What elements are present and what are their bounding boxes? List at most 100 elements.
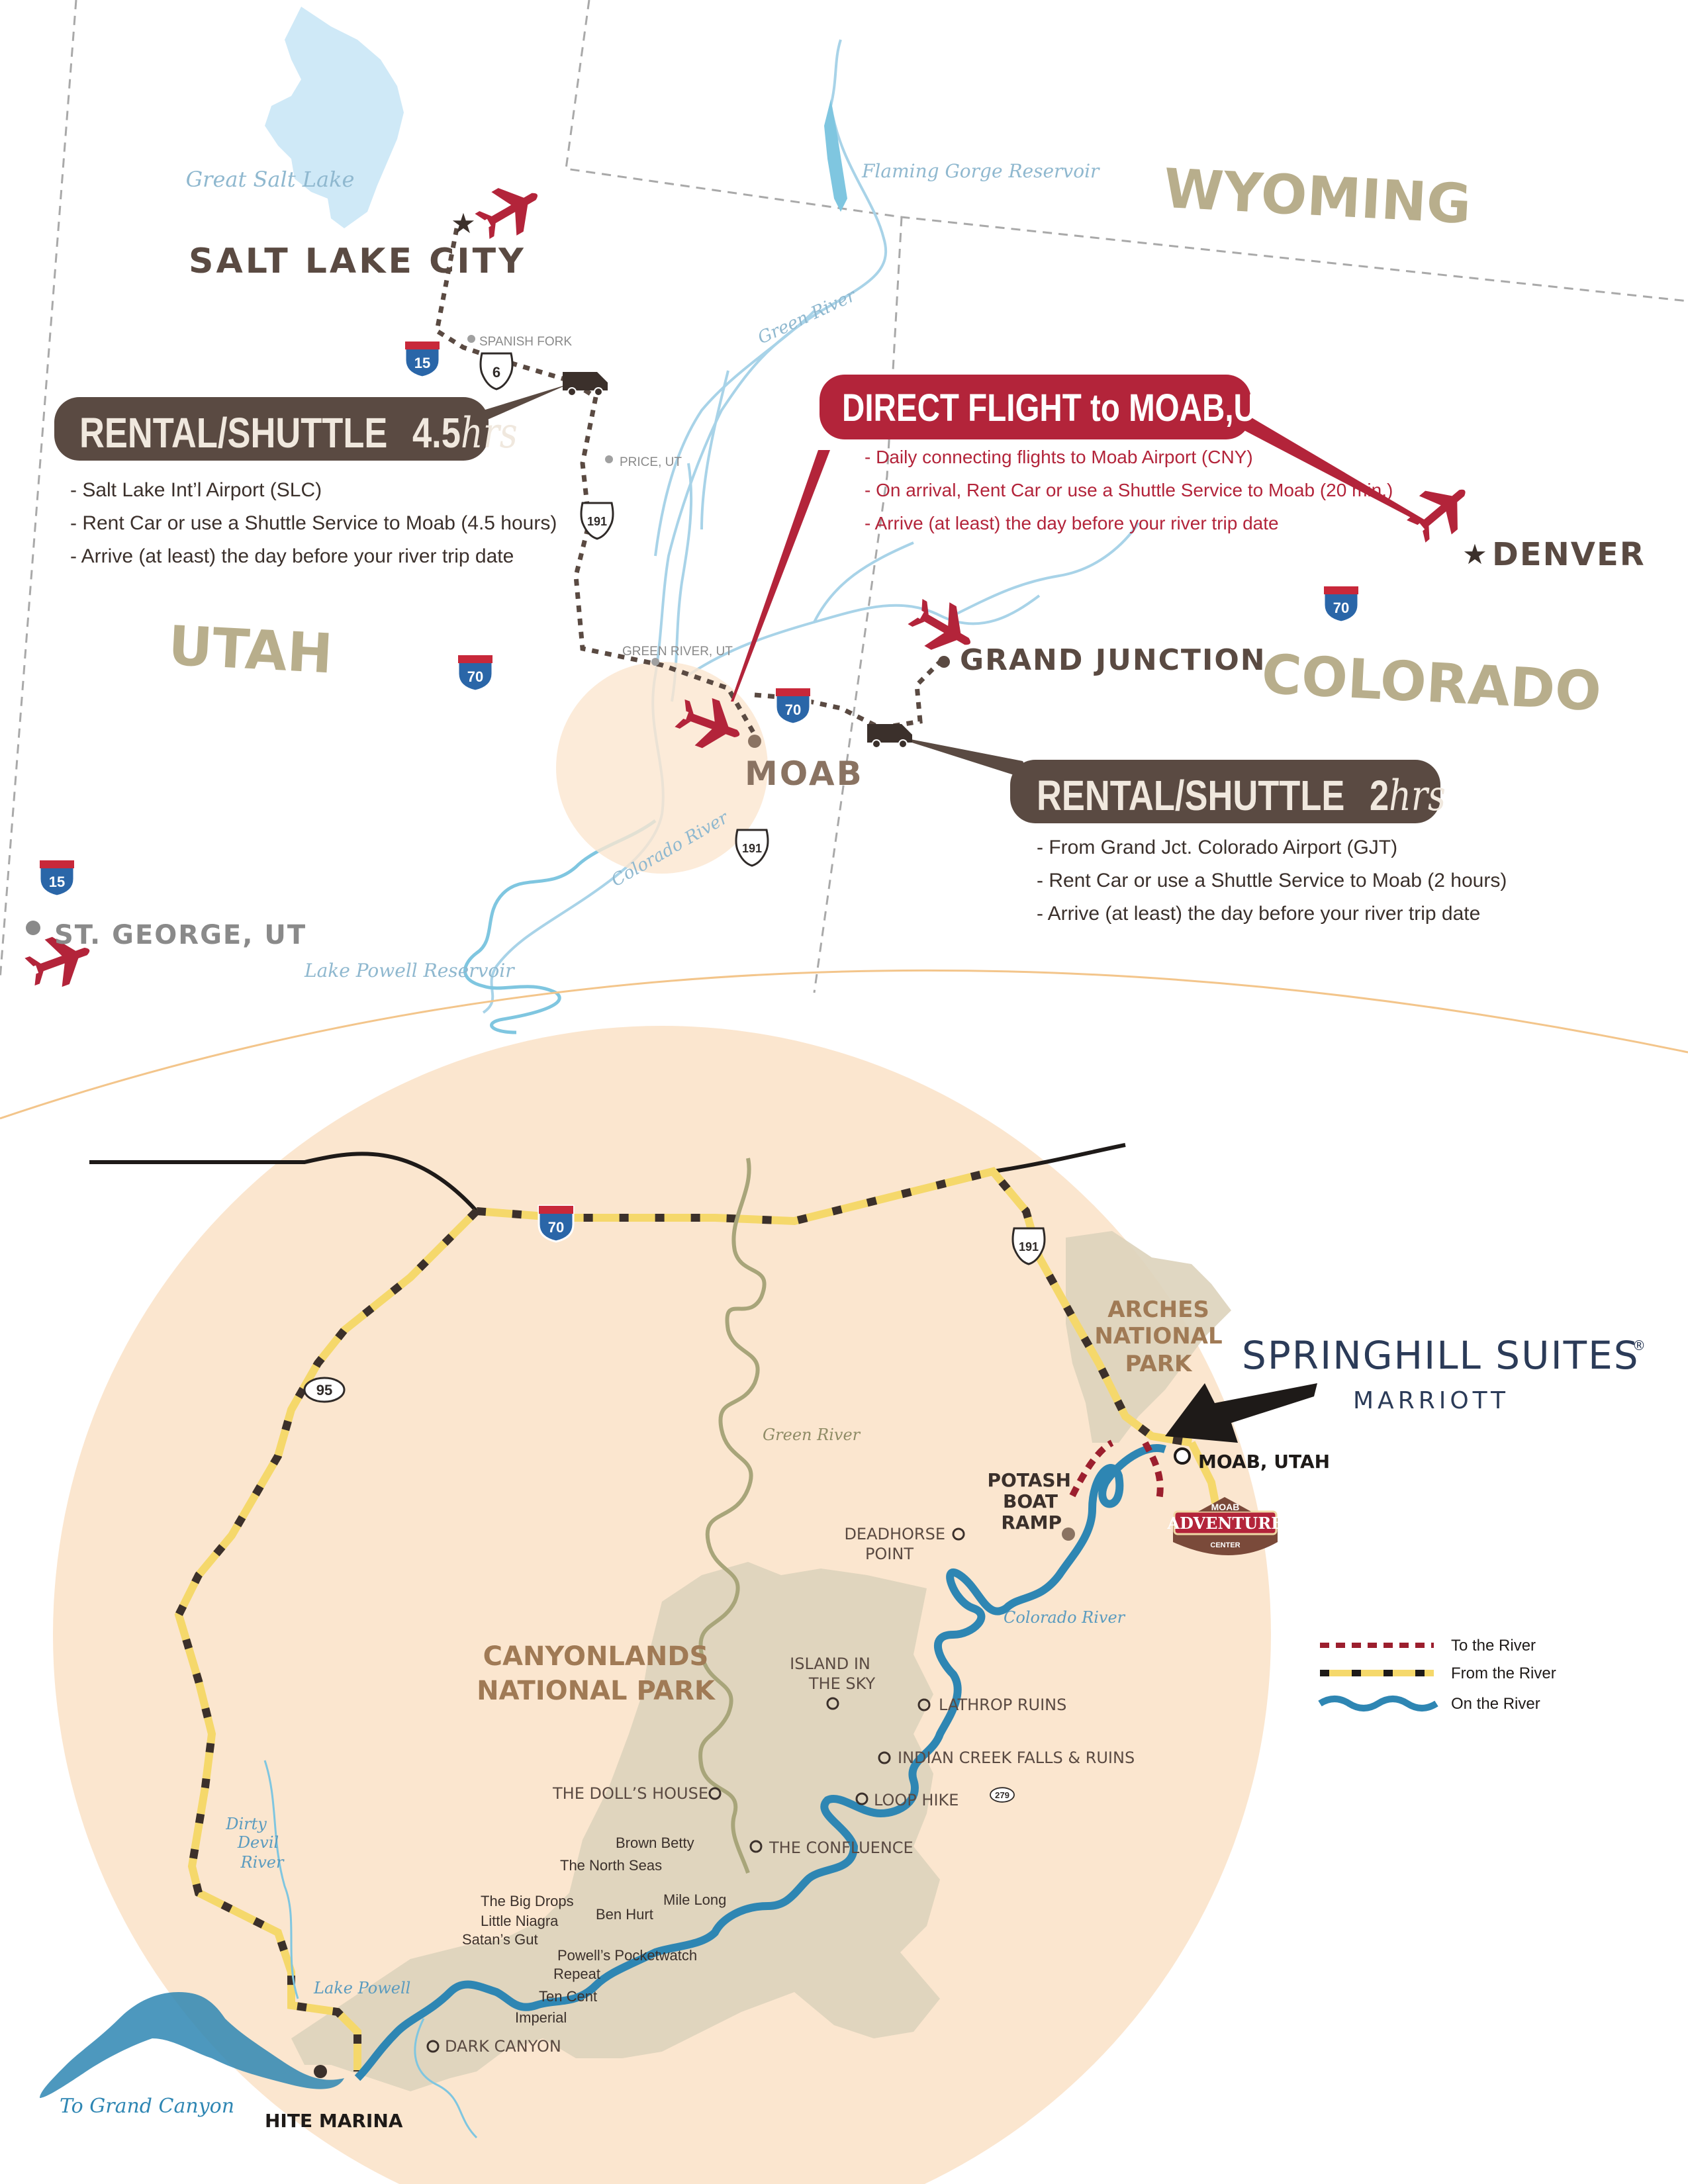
city-label-price: PRICE, UT xyxy=(620,455,682,469)
hotel-registered: ® xyxy=(1632,1338,1646,1353)
state-label-utah: UTAH xyxy=(167,615,334,686)
svg-text:CENTER: CENTER xyxy=(1210,1541,1240,1549)
moab-utah-label: MOAB, UTAH xyxy=(1198,1451,1330,1473)
moab-utah-dot xyxy=(1174,1447,1191,1465)
star-icon-slc: ★ xyxy=(451,208,476,239)
svg-text:NATIONAL: NATIONAL xyxy=(1094,1323,1222,1349)
on-the-river-colorado xyxy=(354,1444,1166,2081)
city-label-denver: DENVER xyxy=(1492,536,1646,573)
poi-island-2: THE SKY xyxy=(808,1674,876,1693)
city-label-spanish-fork: SPANISH FORK xyxy=(479,335,572,349)
lake-powell xyxy=(40,1992,344,2098)
legend-item-on-river: On the River xyxy=(1318,1695,1540,1713)
callout-slc-unit: hrs xyxy=(461,408,518,457)
callout-gjt-shuttle: RENTAL/SHUTTLE 2hrs - From Grand Jct. Co… xyxy=(1010,760,1507,925)
green-river-dot xyxy=(651,658,659,666)
arches-park-label: ARCHES NATIONAL PARK xyxy=(1094,1297,1222,1377)
green-river-label-lower: Green River xyxy=(763,1426,861,1444)
callout-direct-title: DIRECT FLIGHT to MOAB,UT xyxy=(842,387,1276,430)
svg-text:Devil: Devil xyxy=(237,1833,279,1852)
i70-highway-black-right xyxy=(992,1143,1126,1173)
poi-loop-hike: LOOP HIKE xyxy=(874,1791,959,1809)
canyonlands-park-area xyxy=(291,1562,940,2091)
svg-text:On the River: On the River xyxy=(1451,1695,1540,1713)
svg-text:Mile Long: Mile Long xyxy=(663,1891,726,1908)
callout-gjt-item-2: - Rent Car or use a Shuttle Service to M… xyxy=(1037,870,1507,891)
potash-boat-ramp-label: POTASH BOAT RAMP xyxy=(987,1469,1071,1533)
city-label-green-river: GREEN RIVER, UT xyxy=(622,645,733,659)
state-route-shield-icon-279: 279 xyxy=(990,1787,1015,1803)
callout-gjt-item-1: - From Grand Jct. Colorado Airport (GJT) xyxy=(1037,837,1397,858)
hotel-name: SPRINGHILL SUITES xyxy=(1242,1333,1640,1378)
callout-gjt-unit: hrs xyxy=(1389,771,1446,820)
callout-direct-item-1: - Daily connecting flights to Moab Airpo… xyxy=(865,447,1253,467)
svg-text:15: 15 xyxy=(49,874,65,890)
poi-dark-canyon: DARK CANYON xyxy=(445,2037,561,2056)
callout-slc-time: 4.5 xyxy=(412,410,461,457)
grand-junction-dot xyxy=(938,656,950,668)
star-icon-denver: ★ xyxy=(1462,539,1487,570)
hite-marina-dot xyxy=(314,2065,327,2078)
svg-text:70: 70 xyxy=(548,1219,564,1236)
hotel-brand: MARRIOTT xyxy=(1353,1387,1509,1414)
legend-item-from-river: From the River xyxy=(1320,1664,1556,1682)
svg-text:ADVENTURE: ADVENTURE xyxy=(1167,1514,1284,1533)
svg-text:NATIONAL PARK: NATIONAL PARK xyxy=(477,1676,716,1706)
poi-lathrop: LATHROP RUINS xyxy=(939,1696,1066,1714)
to-grand-canyon-label: To Grand Canyon xyxy=(60,2095,234,2118)
legend-item-to-river: To the River xyxy=(1320,1637,1536,1655)
poi-indian-creek: INDIAN CREEK FALLS & RUINS xyxy=(898,1749,1135,1767)
state-label-colorado: COLORADO xyxy=(1260,643,1603,724)
svg-text:95: 95 xyxy=(316,1382,332,1398)
rapids-labels: Brown Betty The North Seas Mile Long The… xyxy=(462,1835,726,2026)
green-river-lower xyxy=(698,1158,767,1874)
airplane-icon-slc xyxy=(469,173,550,248)
green-river-label-top: Green River xyxy=(755,285,860,348)
svg-text:From the River: From the River xyxy=(1451,1664,1556,1682)
svg-text:Dirty: Dirty xyxy=(225,1815,267,1833)
svg-text:70: 70 xyxy=(1333,600,1349,616)
svg-text:15: 15 xyxy=(414,355,430,371)
interstate-shield-icon-i15-left: 15 xyxy=(38,859,75,897)
svg-text:River: River xyxy=(240,1853,285,1872)
callout-slc-title: RENTAL/SHUTTLE xyxy=(79,410,387,457)
flaming-gorge-label: Flaming Gorge Reservoir xyxy=(861,160,1100,182)
svg-text:RENTAL/SHUTTLE 4.5hrs: RENTAL/SHUTTLE 4.5hrs xyxy=(79,408,518,457)
callout-direct-item-3: - Arrive (at least) the day before your … xyxy=(865,513,1279,533)
city-label-salt-lake-city: SALT LAKE CITY xyxy=(189,242,526,281)
callout-slc-item-3: - Arrive (at least) the day before your … xyxy=(70,545,514,567)
state-route-shield-icon-95: 95 xyxy=(303,1377,346,1403)
arches-park-area xyxy=(1066,1231,1231,1443)
svg-text:Ben Hurt: Ben Hurt xyxy=(596,1906,653,1923)
great-salt-lake xyxy=(265,7,404,228)
interstate-shield-icon-i70-mid: 70 xyxy=(774,687,812,725)
callout-gjt-time: 2 xyxy=(1370,772,1389,819)
lake-powell-reservoir-top xyxy=(463,819,657,1034)
svg-text:BOAT: BOAT xyxy=(1003,1490,1058,1512)
price-dot xyxy=(605,455,613,463)
svg-text:Ten Cent: Ten Cent xyxy=(539,1988,597,2005)
flaming-gorge-reservoir xyxy=(824,99,847,212)
interstate-shield-icon-i70-left: 70 xyxy=(457,654,494,692)
springhill-suites-marriott: SPRINGHILL SUITES ® MARRIOTT xyxy=(1242,1333,1646,1414)
svg-text:PARK: PARK xyxy=(1125,1351,1193,1377)
legend: To the River From the River On the River xyxy=(1318,1637,1556,1713)
from-the-river-route xyxy=(174,1167,1229,2071)
poi-confluence: THE CONFLUENCE xyxy=(769,1839,914,1857)
van-icon-gjt xyxy=(867,724,912,749)
svg-text:6: 6 xyxy=(492,364,500,381)
poi-deadhorse: DEADHORSE xyxy=(844,1525,945,1543)
svg-text:191: 191 xyxy=(1019,1240,1039,1253)
lake-powell-reservoir-label: Lake Powell Reservoir xyxy=(304,960,515,981)
city-label-moab: MOAB xyxy=(745,754,864,793)
svg-text:Little Niagra: Little Niagra xyxy=(481,1913,559,1929)
svg-text:279: 279 xyxy=(995,1790,1009,1800)
svg-text:MOAB: MOAB xyxy=(1211,1502,1240,1512)
svg-text:CANYONLANDS: CANYONLANDS xyxy=(483,1641,709,1672)
potash-dot xyxy=(1062,1527,1075,1541)
callout-slc-item-1: - Salt Lake Int’l Airport (SLC) xyxy=(70,479,322,501)
city-label-grand-junction: GRAND JUNCTION xyxy=(960,643,1266,677)
svg-text:Brown Betty: Brown Betty xyxy=(616,1835,694,1851)
interstate-shield-icon-i70-bottom: 70 xyxy=(538,1205,575,1243)
